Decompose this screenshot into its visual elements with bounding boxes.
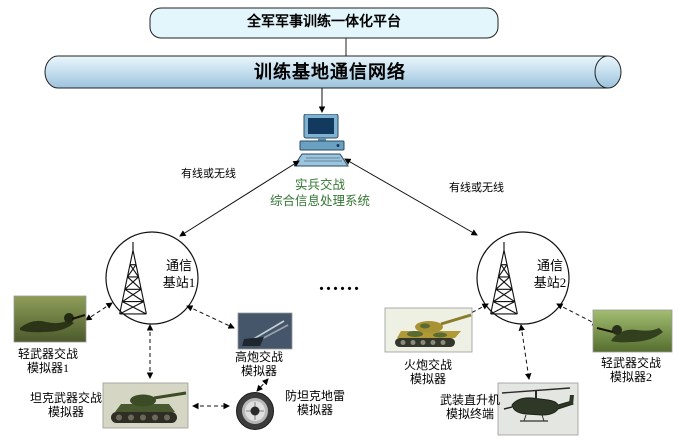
label-line: 模拟器 (240, 364, 277, 378)
tank-simulator-image (102, 382, 189, 429)
artillery-simulator-label: 火炮交战 模拟器 (399, 358, 457, 386)
label-line: 坦克武器交战 (29, 391, 102, 405)
label-line: 模拟器2 (609, 370, 652, 384)
tank-simulator-label: 坦克武器交战 模拟器 (26, 391, 106, 419)
label-line: 武装直升机 (440, 393, 501, 407)
label-line: 轻武器交战 (600, 356, 661, 370)
base-station-2-label-line1: 通信 (536, 258, 563, 273)
link-station2-helicopter (518, 324, 532, 380)
link-station2-light-weapon-2 (556, 303, 599, 326)
light-weapon-simulator-1-image (13, 295, 87, 343)
network-cylinder-title: 训练基地通信网络 (254, 62, 406, 82)
processing-system-label: 实兵交战 综合信息处理系统 (250, 177, 390, 209)
link-label-left: 有线或无线 (181, 168, 236, 180)
light-weapon-simulator-2-image (592, 309, 673, 353)
label-line: 模拟器 (409, 372, 446, 386)
ellipsis: ...... (319, 273, 361, 295)
computer-icon (294, 114, 349, 167)
antitank-mine-icon (236, 392, 274, 430)
helicopter-terminal-image (497, 382, 579, 436)
label-line: 高炮交战 (234, 350, 283, 364)
network-cylinder-shape (44, 55, 622, 89)
base-station-2-label: 通信 基站2 (527, 257, 573, 291)
link-computer-station2 (344, 158, 478, 236)
link-station1-light-weapon-1 (85, 302, 113, 321)
processing-system-label-line1: 实兵交战 (294, 178, 345, 192)
base-station-2-circle (476, 231, 570, 325)
aa-gun-simulator-image (237, 312, 293, 350)
helicopter-terminal-label: 武装直升机 模拟终端 (440, 393, 500, 421)
label-line: 模拟器 (296, 403, 333, 417)
base-station-1-label-line2: 基站1 (162, 275, 196, 290)
label-line: 模拟器1 (26, 361, 69, 375)
light-weapon-simulator-1-label: 轻武器交战 模拟器1 (14, 347, 82, 375)
processing-system-label-line2: 综合信息处理系统 (269, 194, 370, 208)
link-station1-aa-gun (186, 305, 235, 329)
light-weapon-simulator-2-label: 轻武器交战 模拟器2 (596, 356, 666, 384)
label-line: 模拟器 (47, 405, 84, 419)
link-label-right: 有线或无线 (449, 182, 504, 194)
link-computer-station1 (179, 160, 300, 237)
label-line: 轻武器交战 (17, 347, 78, 361)
base-station-1-label-line1: 通信 (165, 258, 192, 273)
label-line: 火炮交战 (403, 358, 452, 372)
platform-box-shape (149, 7, 499, 39)
label-line: 模拟终端 (445, 407, 494, 421)
label-line: 防坦克地雷 (284, 389, 345, 403)
base-station-1-circle (105, 231, 199, 325)
antitank-mine-simulator-label: 防坦克地雷 模拟器 (282, 389, 348, 417)
base-station-1-label: 通信 基站1 (156, 257, 202, 291)
platform-title: 全军军事训练一体化平台 (247, 15, 401, 30)
link-aa-gun-mine (256, 378, 269, 392)
artillery-simulator-image (384, 307, 473, 353)
base-station-2-label-line2: 基站2 (533, 275, 567, 290)
aa-gun-simulator-label: 高炮交战 模拟器 (228, 350, 290, 378)
